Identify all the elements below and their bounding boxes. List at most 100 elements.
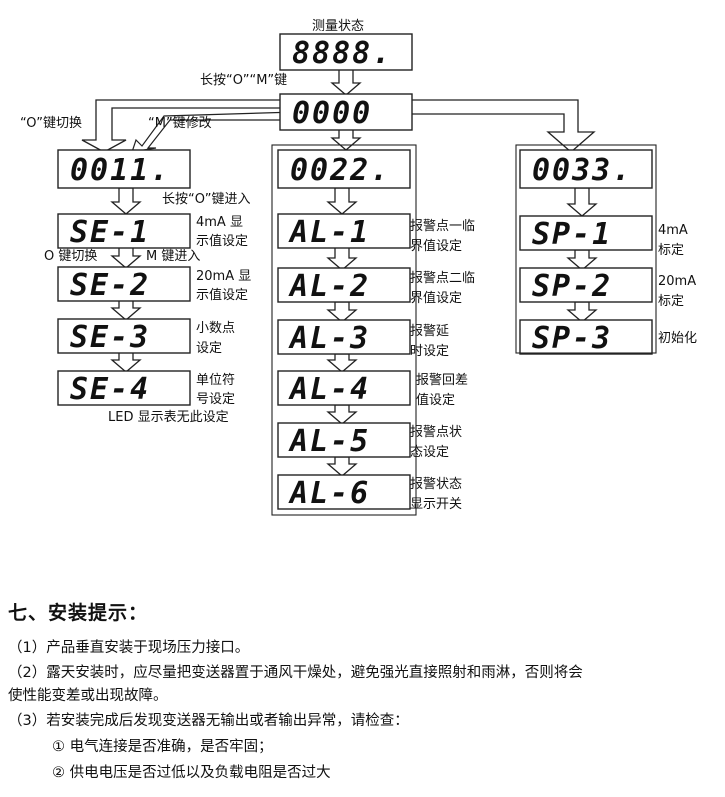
display-al5-digits: AL-5 bbox=[288, 424, 370, 459]
display-se4: SE-4 bbox=[57, 370, 191, 407]
display-se2-frame bbox=[57, 266, 191, 302]
display-al3-digits: AL-3 bbox=[288, 321, 370, 356]
display-se3: SE-3 bbox=[57, 318, 191, 355]
display-m2-digits: 0022. bbox=[290, 153, 390, 188]
label-o-switch-2: O 键切换 bbox=[44, 249, 98, 264]
display-al1: AL-1 bbox=[277, 213, 411, 250]
display-se4-digits: SE-4 bbox=[70, 372, 150, 407]
display-sp1-frame bbox=[519, 215, 653, 251]
flow-svg: 8888. 0000 0011. 0022. 0033. SE-1SE-2SE-3SE-4… bbox=[57, 33, 657, 516]
section-title: 七、安装提示： bbox=[8, 602, 149, 624]
label-se1-b: 示值设定 bbox=[196, 234, 249, 249]
group-al-outline bbox=[271, 144, 417, 516]
display-se2: SE-2 bbox=[57, 266, 191, 303]
label-se1-a: 4mA 显 bbox=[196, 215, 243, 230]
display-al5: AL-5 bbox=[277, 422, 411, 459]
group-sp-outline bbox=[515, 144, 657, 354]
label-al3-a: 报警延 bbox=[410, 324, 450, 339]
display-sp3-digits: SP-3 bbox=[532, 321, 612, 356]
arrow-se1-to-se2 bbox=[110, 246, 142, 269]
arrow-sp1-to-sp2 bbox=[566, 249, 598, 271]
label-al2-b: 界值设定 bbox=[410, 291, 463, 306]
arrow-menu-to-col1 bbox=[81, 99, 297, 153]
paragraph-3: （3）若安装完成后发现变送器无输出或者输出异常，请检查： bbox=[8, 713, 409, 729]
display-sp2-frame bbox=[519, 267, 653, 303]
display-se1-frame bbox=[57, 213, 191, 249]
display-m1-digits: 0011. bbox=[70, 153, 170, 188]
arrow-al4-to-al5 bbox=[326, 404, 358, 425]
display-sp3-frame bbox=[519, 319, 653, 355]
label-al5-a: 报警点状 bbox=[410, 425, 463, 440]
display-menu-frame bbox=[279, 93, 413, 131]
display-al5-frame bbox=[277, 422, 411, 458]
display-sp2: SP-2 bbox=[519, 267, 653, 304]
arrow-menu-to-col3 bbox=[395, 99, 596, 153]
display-al2: AL-2 bbox=[277, 267, 411, 304]
label-al4-b: 值设定 bbox=[416, 393, 456, 408]
label-se3-a: 小数点 bbox=[196, 321, 236, 336]
display-al6-digits: AL-6 bbox=[288, 476, 370, 511]
display-sp2-digits: SP-2 bbox=[532, 269, 612, 304]
paragraph-3-item-1: ① 电气连接是否准确，是否牢固； bbox=[52, 739, 273, 755]
display-top: 8888. bbox=[279, 33, 413, 71]
arrow-sp2-to-sp3 bbox=[566, 301, 598, 323]
display-al6: AL-6 bbox=[277, 474, 411, 511]
display-m3-digits: 0033. bbox=[532, 153, 632, 188]
arrow-se2-to-se3 bbox=[110, 299, 142, 321]
label-al3-b: 时设定 bbox=[410, 344, 450, 359]
label-long-press-o: 长按“O”键进入 bbox=[162, 192, 251, 207]
display-menu: 0000 bbox=[279, 93, 413, 131]
display-m2-frame bbox=[277, 149, 411, 189]
display-se4-frame bbox=[57, 370, 191, 406]
paragraph-3-item-2: ② 供电电压是否过低以及负载电阻是否过大 bbox=[52, 765, 331, 781]
label-sp2-b: 标定 bbox=[658, 294, 685, 309]
display-m2: 0022. bbox=[277, 149, 411, 189]
display-sp1: SP-1 bbox=[519, 215, 653, 252]
label-o-switch: “O”键切换 bbox=[20, 116, 83, 131]
arrow-al1-to-al2 bbox=[326, 246, 358, 271]
display-se3-frame bbox=[57, 318, 191, 354]
arrow-menu-to-col2 bbox=[330, 127, 362, 151]
arrow-se3-to-se4 bbox=[110, 351, 142, 373]
display-sp1-digits: SP-1 bbox=[532, 217, 612, 252]
label-al6-b: 显示开关 bbox=[410, 497, 463, 512]
arrow-col3-to-sp1 bbox=[566, 187, 598, 217]
display-sp3: SP-3 bbox=[519, 319, 653, 356]
display-al2-digits: AL-2 bbox=[288, 269, 370, 304]
label-sp3: 初始化 bbox=[658, 331, 698, 346]
label-m-modify: “M”键修改 bbox=[148, 116, 212, 131]
display-al1-digits: AL-1 bbox=[288, 215, 370, 250]
display-top-frame bbox=[279, 33, 413, 71]
label-al4-a: 报警回差 bbox=[416, 373, 469, 388]
display-al6-frame bbox=[277, 474, 411, 510]
display-se1-digits: SE-1 bbox=[70, 215, 150, 250]
display-menu-digits: 0000 bbox=[292, 96, 372, 131]
label-m-enter: M 键进入 bbox=[146, 249, 201, 264]
arrow-al3-to-al4 bbox=[326, 353, 358, 373]
display-se3-digits: SE-3 bbox=[70, 320, 150, 355]
label-se4-b: 号设定 bbox=[196, 392, 236, 407]
label-se2-a: 20mA 显 bbox=[196, 269, 252, 284]
display-m1: 0011. bbox=[57, 149, 191, 189]
arrow-al2-to-al3 bbox=[326, 301, 358, 323]
label-sp2-a: 20mA bbox=[658, 274, 697, 289]
paragraph-1: （1）产品垂直安装于现场压力接口。 bbox=[8, 640, 250, 656]
paragraph-2a: （2）露天安装时，应尽量把变送器置于通风干燥处，避免强光直接照射和雨淋，否则将会 bbox=[8, 665, 583, 681]
label-se2-b: 示值设定 bbox=[196, 288, 249, 303]
label-se3-b: 设定 bbox=[196, 341, 223, 356]
label-al2-a: 报警点二临 bbox=[410, 271, 476, 286]
label-al6-a: 报警状态 bbox=[410, 477, 463, 492]
arrow-top-to-menu bbox=[330, 67, 362, 96]
display-al1-frame bbox=[277, 213, 411, 249]
arrow-col2-to-al1 bbox=[326, 187, 358, 215]
display-m3-frame bbox=[519, 149, 653, 189]
label-al1-b: 界值设定 bbox=[410, 239, 463, 254]
display-se2-digits: SE-2 bbox=[70, 268, 150, 303]
label-se4-a: 单位符 bbox=[196, 373, 236, 388]
display-al4-frame bbox=[277, 370, 411, 406]
paragraph-2b: 使性能变差或出现故障。 bbox=[8, 688, 168, 704]
display-al2-frame bbox=[277, 267, 411, 303]
label-sp1-a: 4mA bbox=[658, 223, 688, 238]
display-al4-digits: AL-4 bbox=[288, 372, 370, 407]
